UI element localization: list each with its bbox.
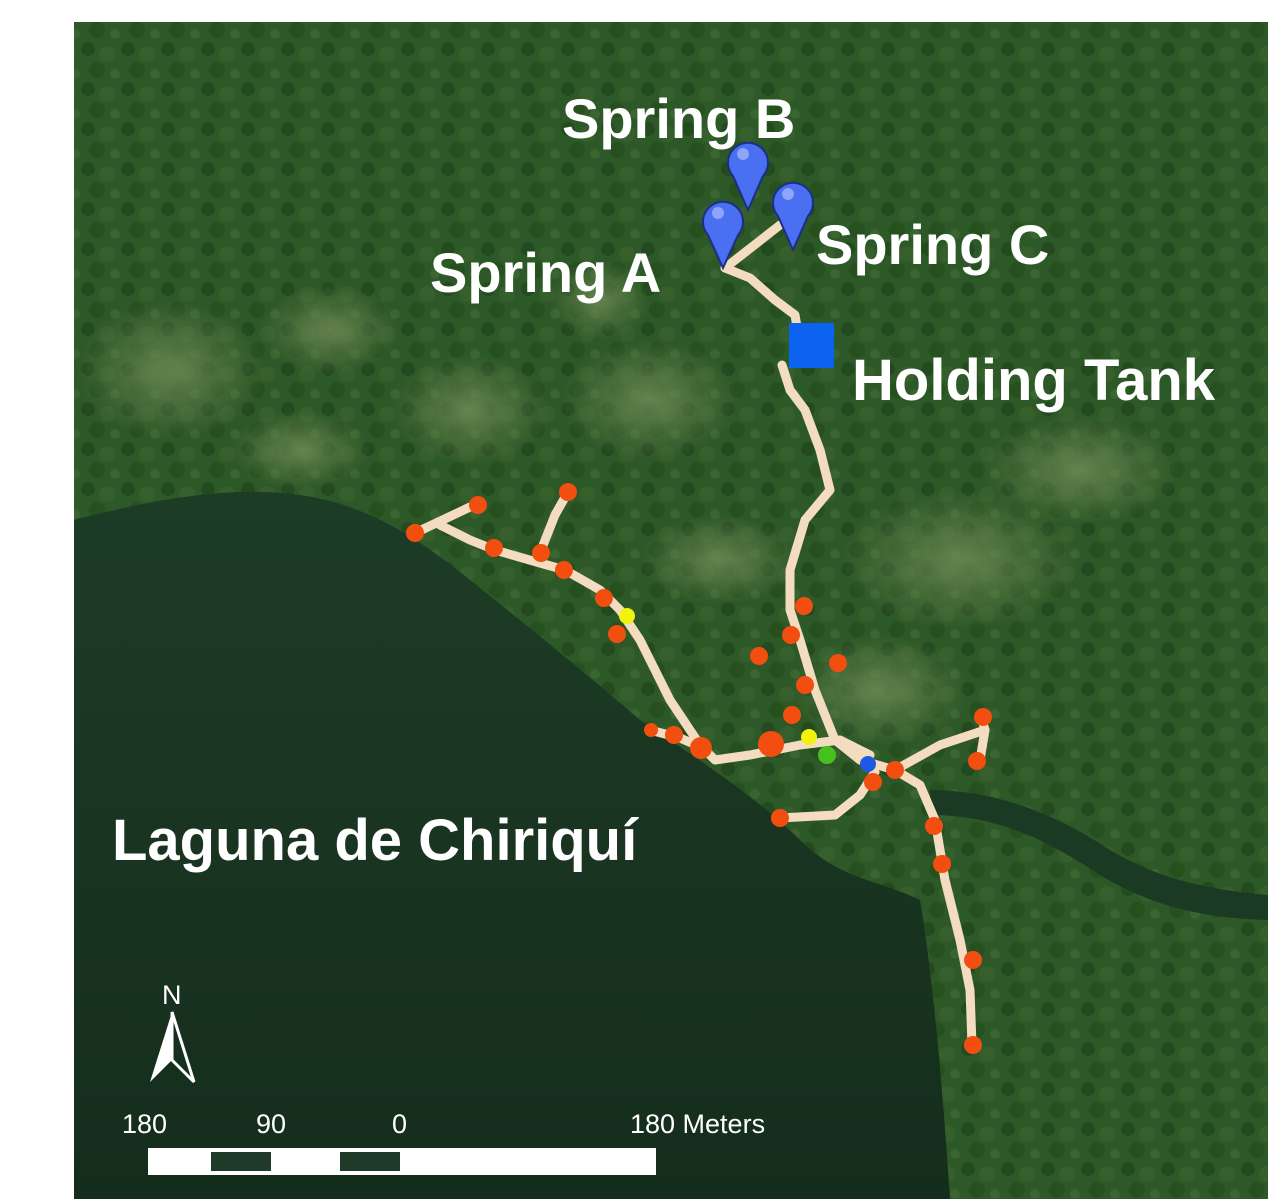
tap-point [925, 817, 943, 835]
tap-point [644, 723, 658, 737]
tap-point [829, 654, 847, 672]
yellow-point [619, 608, 635, 624]
tap-point [608, 625, 626, 643]
tap-point [532, 544, 550, 562]
tap-point [796, 676, 814, 694]
holding-tank-label: Holding Tank [852, 348, 1216, 413]
tap-point [783, 706, 801, 724]
holding-tank-square-icon [789, 323, 834, 368]
map-pin-icon [702, 200, 744, 271]
north-arrow-icon: N [150, 980, 196, 1084]
yellow-point [801, 729, 817, 745]
blue-point [860, 756, 876, 772]
tap-point [559, 483, 577, 501]
spring-c-label: Spring C [816, 213, 1049, 276]
tap-point [933, 855, 951, 873]
spring-a-label: Spring A [430, 241, 661, 304]
scale-tick-label: 90 [256, 1109, 286, 1139]
tap-point [665, 726, 683, 744]
tap-point [469, 496, 487, 514]
tap-point [964, 951, 982, 969]
scale-bar: 180 90 0 180 Meters [122, 1109, 765, 1175]
tap-point [595, 589, 613, 607]
map-pin-icon [772, 181, 814, 253]
spring-b-label: Spring B [562, 87, 795, 150]
scale-tick-label: 180 [122, 1109, 167, 1139]
green-point [818, 746, 836, 764]
scale-tick-label: 0 [392, 1109, 407, 1139]
water-body-label: Laguna de Chiriquí [112, 808, 639, 873]
tap-point [864, 773, 882, 791]
scale-tick-label: 180 Meters [630, 1109, 765, 1139]
tap-point [782, 626, 800, 644]
tap-point [968, 752, 986, 770]
tap-point [886, 761, 904, 779]
tap-point [771, 809, 789, 827]
tap-point [964, 1036, 982, 1054]
north-arrow-label: N [162, 980, 182, 1010]
tap-point [406, 524, 424, 542]
tap-point [555, 561, 573, 579]
tap-point [795, 597, 813, 615]
clearings [75, 260, 1180, 745]
tap-point [485, 539, 503, 557]
tap-points [406, 483, 992, 1054]
tap-point [758, 731, 784, 757]
tap-point [974, 708, 992, 726]
map-pin-icon [727, 141, 769, 213]
tap-point [690, 737, 712, 759]
tap-point [750, 647, 768, 665]
river-channel [930, 790, 1268, 920]
lagoon-water [74, 491, 950, 1199]
